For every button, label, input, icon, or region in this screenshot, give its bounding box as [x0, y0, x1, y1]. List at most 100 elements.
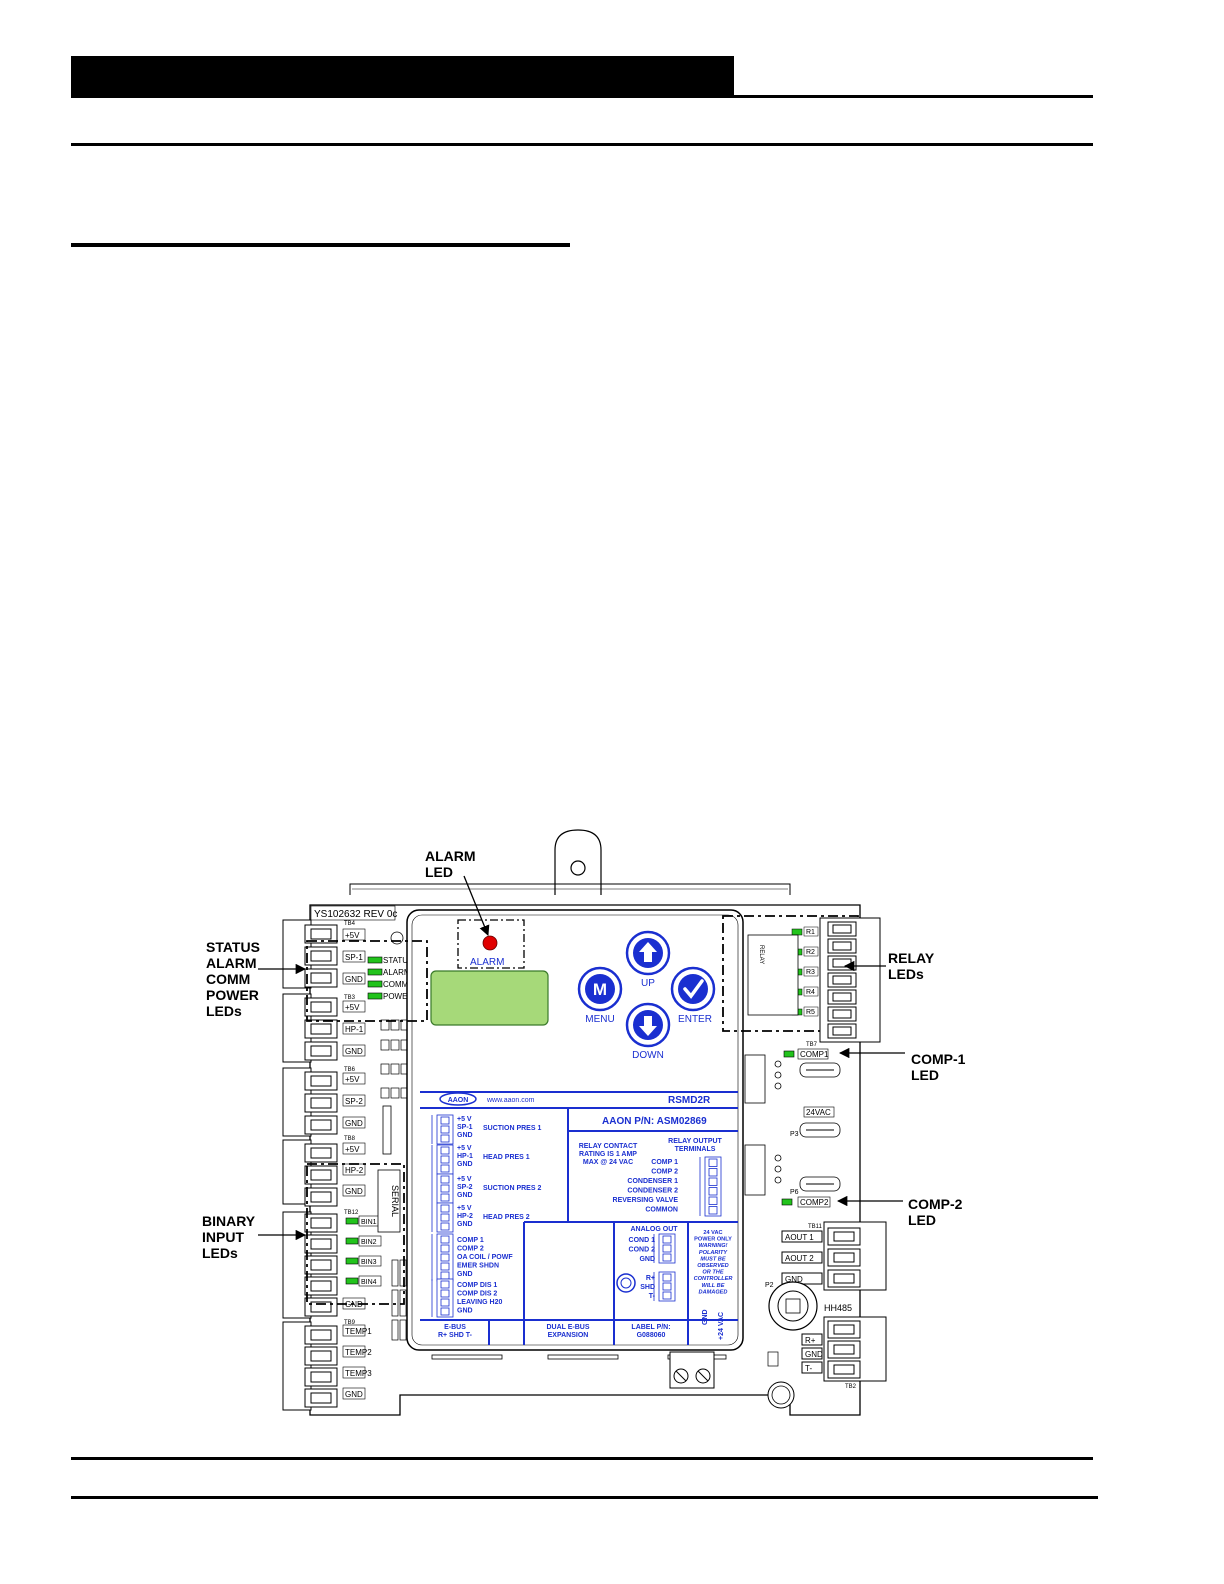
down-button[interactable]: DOWN: [625, 1002, 671, 1061]
comp1-label: COMP1: [800, 1050, 829, 1059]
enter-label: ENTER: [678, 1014, 712, 1025]
mini-terminal-pin: [708, 1206, 718, 1215]
comm-pin-label: SHD: [640, 1284, 655, 1291]
board-revision-box: [310, 905, 396, 921]
dis-pin-label: COMP DIS 1: [457, 1282, 497, 1289]
tb9-id: TB9: [344, 1320, 356, 1326]
relay-ref-label: R5: [806, 1009, 815, 1016]
relay-ref-box: [803, 1006, 819, 1017]
tb6-label: GND: [345, 1119, 363, 1128]
tb12-label: BIN2: [361, 1239, 377, 1246]
mini-terminal-pin: [440, 1280, 450, 1289]
relay-term-label: COMP 1: [651, 1159, 678, 1166]
mini-terminal-pin: [440, 1271, 450, 1280]
dual-ebus-text: DUAL E-BUS: [546, 1324, 589, 1331]
pin-label: GND: [457, 1161, 473, 1168]
screw-slot: [310, 1371, 332, 1383]
menu-button[interactable]: M MENU: [577, 966, 623, 1025]
mini-terminal-pin: [440, 1184, 450, 1193]
mini-terminal-pin: [662, 1282, 672, 1291]
mini-terminal-pin: [440, 1307, 450, 1316]
lcd-screen: [430, 970, 549, 1026]
footer-rule-upper: [71, 1457, 1093, 1460]
silkscreen-box: [342, 1022, 366, 1035]
pin-label: +5 V: [457, 1145, 472, 1152]
relay-term-label: CONDENSER 2: [627, 1188, 678, 1195]
menu-glyph: M: [593, 980, 607, 999]
relay-ref-label: R4: [806, 989, 815, 996]
status-led-highlight: [306, 940, 428, 1022]
board-revision-text: YS102632 REV 0c: [314, 909, 397, 920]
relay-screw-slot: [832, 1009, 852, 1019]
mini-terminal-pin: [708, 1177, 718, 1186]
mounting-hole: [570, 860, 586, 876]
relay-screw-slot: [832, 975, 852, 985]
silkscreen-box: [358, 1235, 382, 1247]
mini-terminal-pin: [440, 1146, 450, 1155]
relay-screw-slot: [832, 924, 852, 934]
binary-pin-label: EMER SHDN: [457, 1263, 499, 1270]
mini-terminal-pin: [440, 1134, 450, 1143]
status-led-label: ALARM: [383, 968, 411, 977]
callout-text: COMP-2: [908, 1196, 963, 1212]
silkscreen-box: [358, 1255, 382, 1267]
mini-terminal-pin: [440, 1116, 450, 1125]
enter-button[interactable]: ENTER: [670, 966, 716, 1025]
callout-text: COMM: [206, 971, 251, 987]
callout-text: LED: [911, 1067, 939, 1083]
serial-label: SERIAL: [390, 1185, 400, 1217]
screw-slot: [310, 1147, 332, 1159]
relay-screw-slot: [832, 1026, 852, 1036]
binary-input-led: [345, 1277, 359, 1285]
label-panel: [420, 1091, 738, 1345]
p6-connector: [744, 1144, 766, 1196]
tb2-label-text: GND: [805, 1350, 823, 1359]
tb11-label-text: GND: [785, 1275, 803, 1284]
tb11-screw-slot: [833, 1231, 855, 1242]
tb11-label-box: [781, 1251, 823, 1264]
pin-label: HP-2: [457, 1213, 473, 1220]
up-button[interactable]: UP: [625, 930, 671, 989]
binary-input-led: [345, 1217, 359, 1225]
pin-label: GND: [457, 1132, 473, 1139]
comm-pin-label: R+: [646, 1275, 655, 1282]
tb8-label: GND: [345, 1187, 363, 1196]
mini-terminal-pin: [440, 1125, 450, 1134]
label-pn-text: G088060: [637, 1332, 666, 1339]
screw-slot: [310, 1217, 332, 1229]
callout-text: POWER: [206, 987, 259, 1003]
mini-terminal-pin: [440, 1213, 450, 1222]
pin-label: SP-1: [457, 1124, 473, 1131]
relay-term-label: REVERSING VALVE: [613, 1197, 679, 1204]
relay-ref-box: [803, 966, 819, 977]
p6-label: P6: [790, 1189, 799, 1196]
analog-out-label: GND: [639, 1256, 655, 1263]
relay-screw-slot: [832, 941, 852, 951]
relay-term-label: COMMON: [645, 1207, 678, 1214]
header-rule: [71, 95, 1093, 98]
relay-output-text: RELAY OUTPUT: [668, 1138, 722, 1145]
dis-pin-label: COMP DIS 2: [457, 1291, 497, 1298]
pin-label: SP-2: [457, 1184, 473, 1191]
mini-terminal-pin: [708, 1168, 718, 1177]
tb11-screw-slot: [833, 1273, 855, 1284]
silkscreen-box: [342, 1072, 366, 1085]
tb4-label: GND: [345, 975, 363, 984]
relay-output-text: TERMINALS: [675, 1146, 716, 1153]
footer-rule-lower: [71, 1496, 1098, 1499]
status-led: [367, 956, 383, 964]
screw-slot: [310, 1329, 332, 1341]
callout-status-leds: STATUS ALARM COMM POWER LEDs: [206, 939, 260, 1019]
mini-terminal-pin: [440, 1253, 450, 1262]
header-bar: [71, 56, 734, 96]
relay-contact-text: RELAY CONTACT: [579, 1143, 638, 1150]
callout-text: LEDs: [888, 966, 924, 982]
callout-text: BINARY: [202, 1213, 256, 1229]
power-warning-text: 24 VAC: [703, 1230, 722, 1236]
mini-terminal-pin: [440, 1175, 450, 1184]
p3-connector: [744, 1054, 766, 1104]
ebus-text: E-BUS: [444, 1324, 466, 1331]
relay-term-label: COMP 2: [651, 1169, 678, 1176]
tb8-label: HP-2: [345, 1166, 364, 1175]
